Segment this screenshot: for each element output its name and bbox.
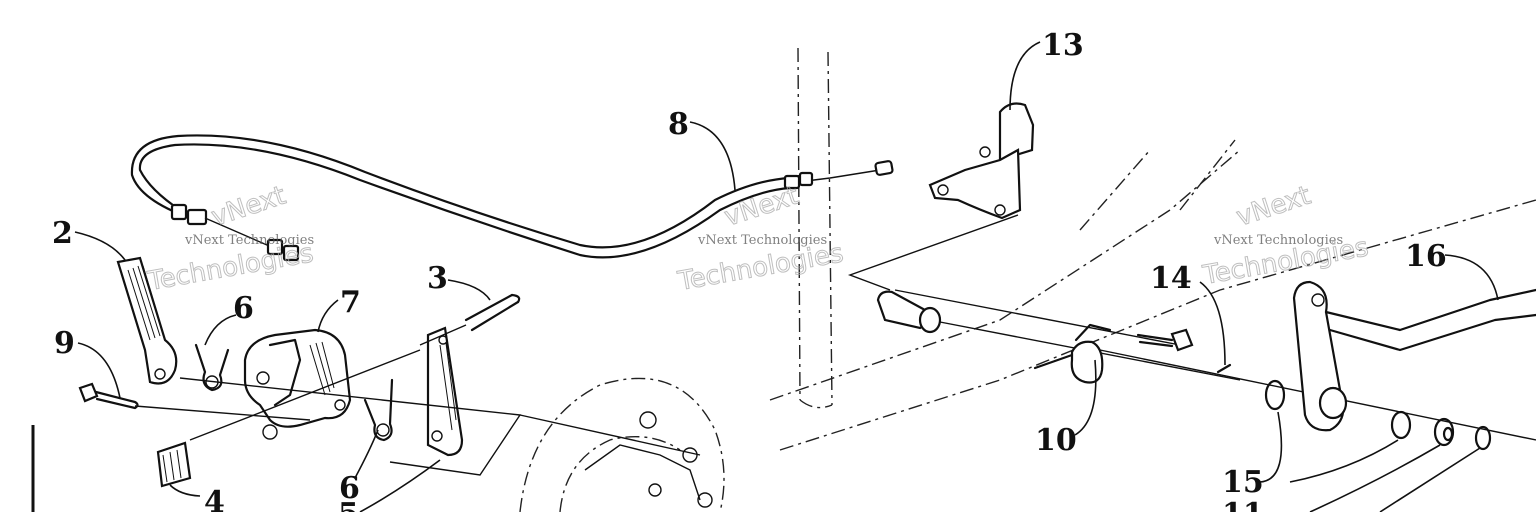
clamp (1033, 323, 1112, 384)
callout-9: 9 (54, 326, 75, 361)
caliper-bracket (426, 326, 464, 457)
callout-5: 5 (338, 497, 359, 512)
watermark-center-top: vNext (721, 181, 803, 233)
watermark-right-small: vNext Technologies (1213, 233, 1343, 248)
brake-cable (130, 134, 894, 262)
callout-6-lower: 6 (339, 471, 360, 506)
watermark-right-top: vNext (1233, 181, 1315, 233)
spring-right (363, 378, 394, 442)
leader-lines (74, 41, 1499, 512)
axle-shaft (876, 289, 1536, 441)
watermark-left: vNext vNext Technologies Technologies (145, 180, 317, 297)
assembly-lines (179, 349, 701, 476)
frame-outline (769, 139, 1536, 451)
callout-2: 2 (52, 216, 73, 251)
callout-16: 16 (1405, 239, 1447, 274)
callout-6-upper: 6 (233, 291, 254, 326)
brake-pad (156, 441, 192, 488)
frame-post (797, 47, 833, 409)
washers (1264, 379, 1492, 451)
callout-4: 4 (204, 485, 225, 512)
watermark-left-top: vNext (208, 181, 290, 233)
brake-pad-arm (116, 256, 178, 385)
callout-8: 8 (668, 107, 689, 142)
pin (419, 293, 521, 346)
callout-14: 14 (1150, 261, 1192, 296)
caliper-body (243, 328, 352, 440)
cable-end-fitting (170, 203, 300, 262)
callout-11: 11 (1222, 497, 1264, 512)
callout-10: 10 (1035, 423, 1077, 458)
mounting-bracket (847, 102, 1035, 291)
callout-13: 13 (1042, 28, 1084, 63)
bolt-right (1136, 328, 1232, 374)
callout-labels: 2 3 4 5 6 6 7 8 9 10 11 13 14 15 16 (52, 28, 1447, 512)
callout-3: 3 (427, 261, 448, 296)
brake-disc (519, 377, 725, 512)
callout-7: 7 (340, 285, 361, 320)
watermark-right: vNext vNext Technologies Technologies (1200, 180, 1372, 291)
bolt (78, 382, 311, 421)
watermark-center: vNext vNext Technologies Technologies (675, 180, 847, 297)
watermark-center-small: vNext Technologies (697, 233, 827, 248)
brake-lever (1292, 280, 1536, 432)
watermark-left-small: vNext Technologies (184, 233, 314, 248)
callout-15: 15 (1222, 465, 1264, 500)
